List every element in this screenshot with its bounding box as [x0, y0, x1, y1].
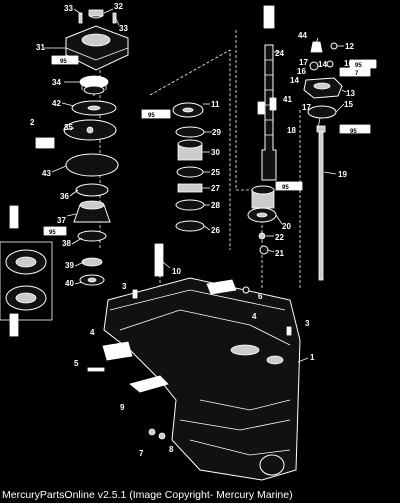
- callout-11: 11: [211, 100, 220, 109]
- callout-4: 4: [90, 328, 95, 337]
- lube-tag-95: 95: [148, 113, 155, 119]
- lube-tag-95: 95: [60, 59, 67, 65]
- callout-20: 20: [282, 222, 291, 231]
- callout-8: 8: [169, 445, 174, 454]
- callout-19: 19: [338, 170, 347, 179]
- callout-3: 3: [122, 282, 127, 291]
- callout-36: 36: [60, 192, 69, 201]
- callout-labels: 33 32 33 31 34 42 2 35 43 36 37 38 39 40…: [30, 2, 355, 458]
- callout-42: 42: [52, 99, 61, 108]
- callout-31: 31: [36, 43, 45, 52]
- callout-17: 17: [302, 103, 311, 112]
- callout-14: 14: [290, 76, 299, 85]
- driveshaft-bearing-stack: [141, 102, 205, 232]
- callout-13: 13: [346, 89, 355, 98]
- copyright-caption: MercuryPartsOnline v2.5.1 (Image Copyrig…: [2, 489, 293, 501]
- callout-1: 1: [310, 353, 315, 362]
- seal-detail-inset: [0, 205, 53, 337]
- callout-34: 34: [52, 78, 61, 87]
- callout-33: 33: [64, 4, 73, 13]
- callout-22: 22: [275, 233, 284, 242]
- lube-tag-7: 7: [355, 71, 359, 77]
- callout-39: 39: [65, 261, 74, 270]
- callout-25: 25: [211, 168, 220, 177]
- callout-10: 10: [172, 267, 181, 276]
- callout-16: 16: [297, 67, 306, 76]
- callout-4: 4: [252, 312, 257, 321]
- exploded-parts-diagram: 95 95 95 95 95 7 95 95 95 33 32 33 31 34…: [0, 2, 377, 481]
- callout-5: 5: [74, 359, 79, 368]
- callout-35: 35: [64, 123, 73, 132]
- callout-38: 38: [62, 239, 71, 248]
- callout-18: 18: [287, 126, 296, 135]
- callout-26: 26: [211, 226, 220, 235]
- leader-lines: [44, 8, 347, 363]
- callout-43: 43: [42, 169, 51, 178]
- callout-14: 14: [318, 60, 327, 69]
- callout-9: 9: [120, 403, 125, 412]
- callout-40: 40: [65, 279, 74, 288]
- callout-27: 27: [211, 184, 220, 193]
- lube-tag-95: 95: [282, 185, 289, 191]
- lubricant-tags: 95 95 95 95 95 7 95 95 95: [43, 55, 362, 236]
- water-pump-assembly: [35, 9, 129, 286]
- callout-7: 7: [139, 449, 144, 458]
- lube-tag-95: 95: [350, 129, 357, 135]
- callout-16: 16: [344, 59, 353, 68]
- callout-37: 37: [57, 216, 66, 225]
- callout-12: 12: [345, 42, 354, 51]
- callout-29: 29: [212, 128, 221, 137]
- shift-linkage-assembly: [269, 41, 377, 134]
- callout-2: 2: [30, 118, 35, 127]
- callout-28: 28: [211, 201, 220, 210]
- callout-24: 24: [275, 49, 284, 58]
- callout-30: 30: [211, 148, 220, 157]
- callout-3: 3: [305, 319, 310, 328]
- driveshaft: [247, 5, 303, 255]
- callout-15: 15: [344, 100, 353, 109]
- callout-21: 21: [275, 249, 284, 258]
- callout-44: 44: [298, 31, 307, 40]
- callout-33: 33: [119, 24, 128, 33]
- callout-17: 17: [299, 58, 308, 67]
- lube-tag-95: 95: [49, 230, 56, 236]
- gear-housing: [87, 243, 301, 481]
- callout-6: 6: [258, 292, 263, 301]
- callout-32: 32: [114, 2, 123, 11]
- shift-rod: [316, 125, 326, 281]
- lube-tag-95: 95: [355, 63, 362, 69]
- callout-41: 41: [283, 95, 292, 104]
